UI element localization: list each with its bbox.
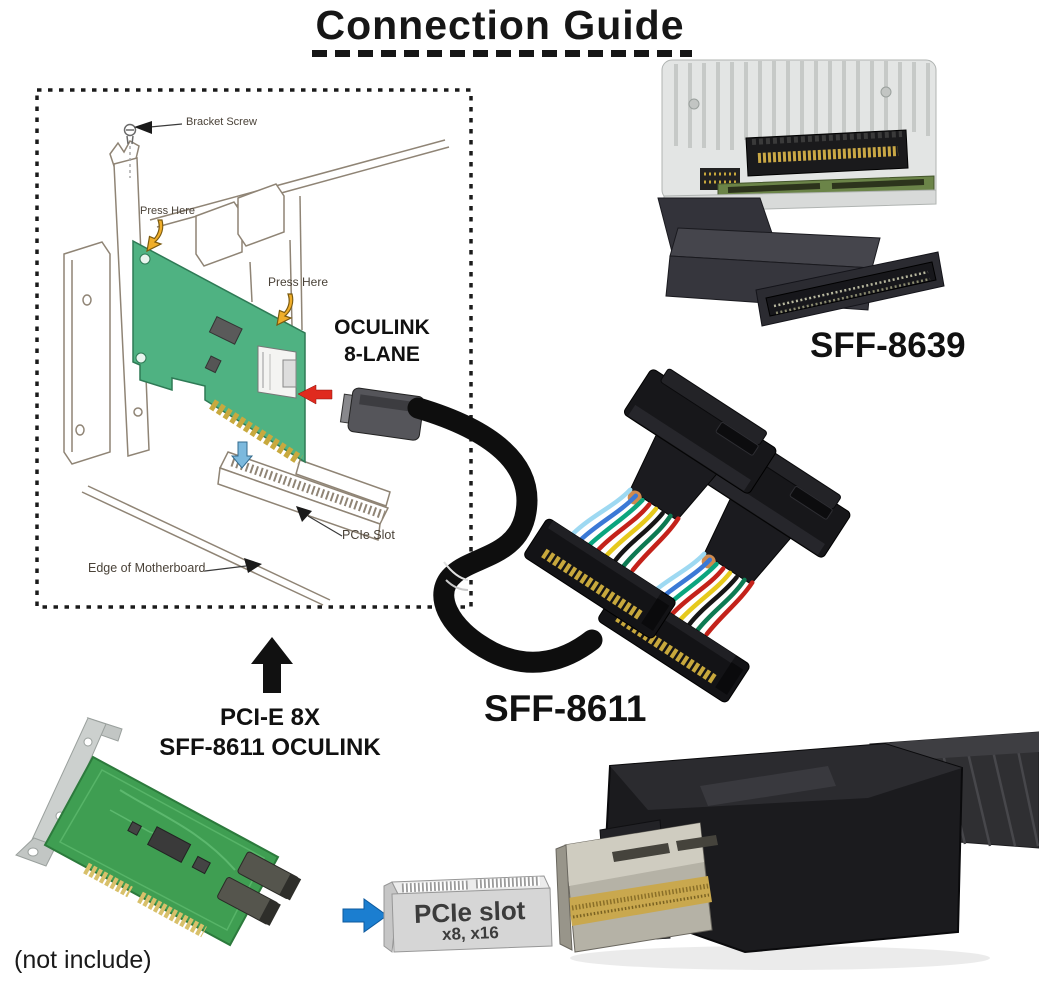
pcie-slot-graphic [383,875,553,953]
adapter-card-label: PCI-E 8X SFF-8611 OCULINK [155,703,385,763]
oculink-connector-photo [555,731,1039,970]
bracket-screw-icon [123,123,137,178]
press-here-label-right: Press Here [268,275,329,289]
sff-8639-label: SFF-8639 [810,326,966,365]
diagram-dashed-border [35,88,473,609]
diagram-adapter-card [132,239,333,469]
motherboard-edge-label: Edge of Motherboard [88,561,206,575]
oculink-cable [339,387,603,673]
diagram-oculink-port [257,345,297,399]
press-here-arrow-icon [276,293,294,326]
blue-down-arrow-icon [230,441,254,469]
adapter-card-photo [15,717,302,947]
u2-ssd-photo [661,59,937,213]
adapter-card-label-line1: PCI-E 8X [219,704,321,731]
oculink-label-line1: OCULINK [334,316,430,339]
oculink-label-line2: 8-LANE [344,343,420,366]
sff-8639-connector-photo [657,197,945,327]
adapter-card-label-line2: SFF-8611 OCULINK [159,734,381,761]
pcie-slot-callout-line1: PCIe slot [413,895,526,929]
page-title: Connection Guide [315,2,685,48]
red-arrow-icon [297,384,333,405]
oculink-8lane-label: OCULINK 8-LANE [324,314,440,368]
title-underline [312,50,692,57]
press-here-label-top: Press Here [140,205,196,217]
press-here-arrow-icon [146,219,164,252]
blue-right-arrow-icon [342,898,388,933]
sff-8611-label: SFF-8611 [484,688,647,729]
installation-diagram [63,121,450,606]
pcie-slot-callout: PCIe slot x8, x16 [399,895,540,946]
bracket-screw-label: Bracket Screw [186,116,257,128]
pcie-slot-diagram-label: PCIe Slot [342,528,395,542]
up-arrow-icon [251,637,293,693]
not-include-note: (not include) [14,946,152,974]
